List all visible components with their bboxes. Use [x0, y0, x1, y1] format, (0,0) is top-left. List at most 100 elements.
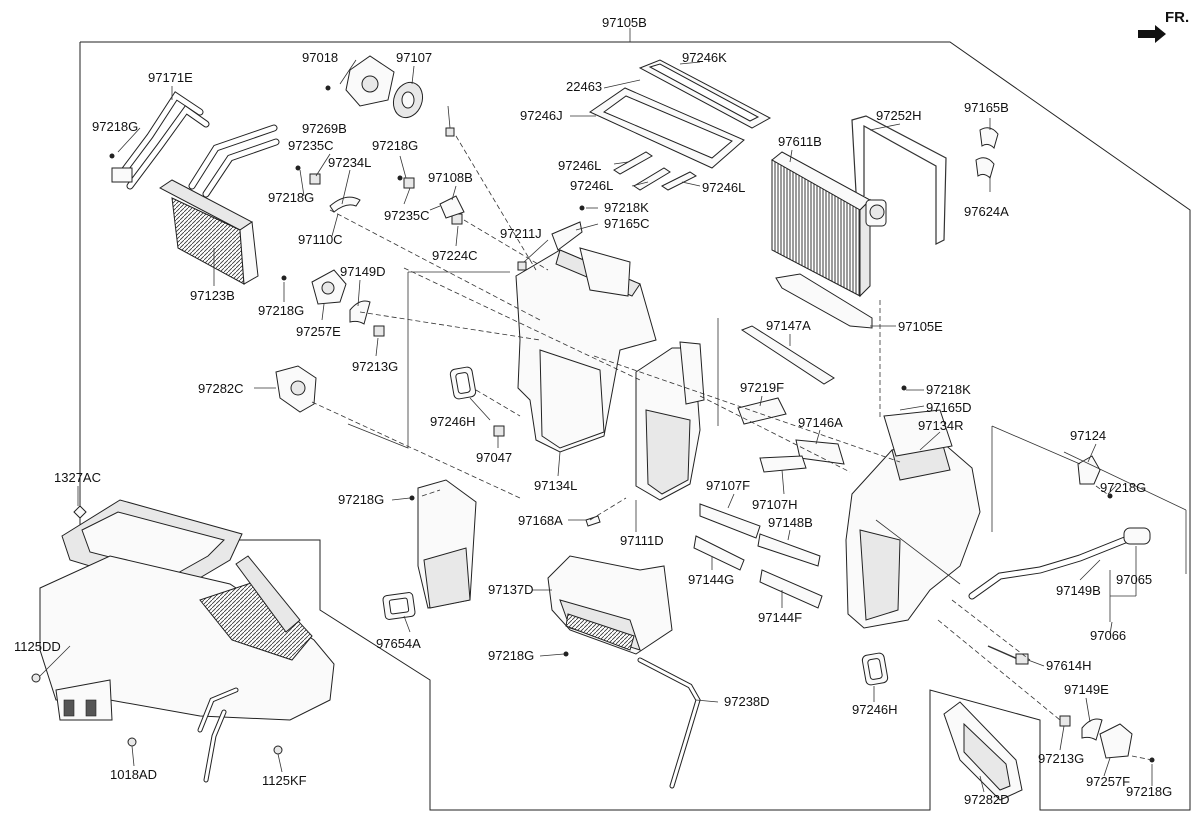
part-number-label: 22463	[566, 79, 602, 94]
actuator-97108b	[439, 195, 465, 219]
part-number-label: 97134L	[534, 478, 577, 493]
assembly-frame	[79, 41, 1191, 811]
part-illustrations	[31, 28, 1187, 801]
small-fasteners	[109, 85, 1155, 763]
part-number-label: 97257F	[1086, 774, 1130, 789]
part-number-label: 97269B	[302, 121, 347, 136]
door-97018	[392, 81, 424, 119]
part-number-label: 97147A	[766, 318, 811, 333]
part-number-label: 97654A	[376, 636, 421, 651]
seal-97246h-left	[449, 366, 477, 400]
part-number-label: 97246L	[570, 178, 613, 193]
part-number-label: 97246L	[558, 158, 601, 173]
part-number-label: 97218G	[258, 303, 304, 318]
part-number-label: 97614H	[1046, 658, 1092, 673]
part-number-label: 97218G	[1126, 784, 1172, 799]
part-number-label: 97246K	[682, 50, 727, 65]
evaporator-core-97611b	[771, 151, 887, 298]
part-number-label: 1018AD	[110, 767, 157, 782]
part-number-label: 97144G	[688, 572, 734, 587]
part-number-label: 97149D	[340, 264, 386, 279]
part-number-label: 97108B	[428, 170, 473, 185]
part-number-label: 97123B	[190, 288, 235, 303]
part-number-label: 97165B	[964, 100, 1009, 115]
seal-97246h-right	[861, 652, 889, 686]
part-number-label: 97018	[302, 50, 338, 65]
part-number-label: 97107F	[706, 478, 750, 493]
part-number-label: 97224C	[432, 248, 478, 263]
part-number-label: 97282D	[964, 792, 1010, 807]
part-number-label: 97611B	[778, 134, 822, 149]
pipe-bracket-97171e	[111, 91, 210, 190]
doors-center	[693, 325, 845, 609]
part-number-label: 97065	[1116, 572, 1152, 587]
part-number-label: 1125DD	[14, 639, 61, 654]
case-97134l	[515, 247, 657, 453]
part-number-label: 1327AC	[54, 470, 101, 485]
alignment-lines	[311, 135, 1153, 761]
part-number-label: 97235C	[384, 208, 430, 223]
part-number-label: 97107	[396, 50, 432, 65]
part-number-label: 97149E	[1064, 682, 1109, 697]
filter-seal-97246j	[588, 87, 745, 169]
part-number-label: 97047	[476, 450, 512, 465]
part-number-label: 97218G	[92, 119, 138, 134]
heater-core-97123b	[159, 124, 280, 285]
part-number-label: 97171E	[148, 70, 193, 85]
part-number-label: 97282C	[198, 381, 244, 396]
part-number-label: 97213G	[352, 359, 398, 374]
case-97111d	[635, 341, 705, 501]
part-number-label: 97246H	[852, 702, 898, 717]
part-number-label: 97111D	[620, 533, 664, 548]
bracket-97105e	[775, 273, 873, 329]
part-number-label: 97213G	[1038, 751, 1084, 766]
part-number-label: 97624A	[964, 204, 1009, 219]
part-number-label: 97211J	[500, 226, 542, 241]
part-number-label: 97218G	[1100, 480, 1146, 495]
part-number-label: 97246H	[430, 414, 476, 429]
front-arrow-icon	[1138, 25, 1166, 43]
strips-97246l	[613, 151, 697, 191]
part-number-label: 97124	[1070, 428, 1106, 443]
front-direction-indicator: FR.	[1138, 9, 1189, 43]
part-number-label: 97105B	[602, 15, 647, 30]
hvac-assembly-left	[31, 499, 335, 783]
part-number-label: 97134R	[918, 418, 964, 433]
sensor-97614h	[987, 645, 1029, 665]
part-number-label: 97218G	[268, 190, 314, 205]
part-number-label: 97219F	[740, 380, 784, 395]
seal-97252h	[851, 115, 947, 245]
part-number-label: 97218K	[926, 382, 971, 397]
hose-97238d	[637, 657, 701, 789]
part-number-label: 97246L	[702, 180, 745, 195]
actuator-97269b	[345, 55, 395, 107]
part-number-label: 97234L	[328, 155, 371, 170]
part-number-label: 97218G	[488, 648, 534, 663]
part-number-label: 97165C	[604, 216, 650, 231]
actuator-97257f	[1081, 718, 1133, 759]
part-number-label: 97066	[1090, 628, 1126, 643]
part-number-label: 97257E	[296, 324, 341, 339]
part-number-label: 97168A	[518, 513, 563, 528]
bracket-97165c	[551, 221, 583, 251]
part-number-label: 97235C	[288, 138, 334, 153]
front-direction-label: FR.	[1165, 9, 1189, 26]
bracket-lines	[347, 271, 1187, 622]
clips-97165b-97624a	[975, 127, 999, 179]
link-97234l	[329, 196, 361, 213]
part-number-label: 97238D	[724, 694, 770, 709]
pipe-97149b	[968, 527, 1151, 600]
part-number-label: 97246J	[520, 108, 563, 123]
part-number-label: 97252H	[876, 108, 922, 123]
actuator-97257e	[311, 269, 371, 325]
part-number-label: 97107H	[752, 497, 798, 512]
label-leaders	[39, 28, 1153, 793]
part-number-label: 97105E	[898, 319, 943, 334]
part-number-label: 97165D	[926, 400, 972, 415]
part-number-label: 97144F	[758, 610, 802, 625]
seal-97654a	[382, 592, 416, 620]
duct-97282d	[943, 701, 1023, 801]
part-number-label: 97218K	[604, 200, 649, 215]
